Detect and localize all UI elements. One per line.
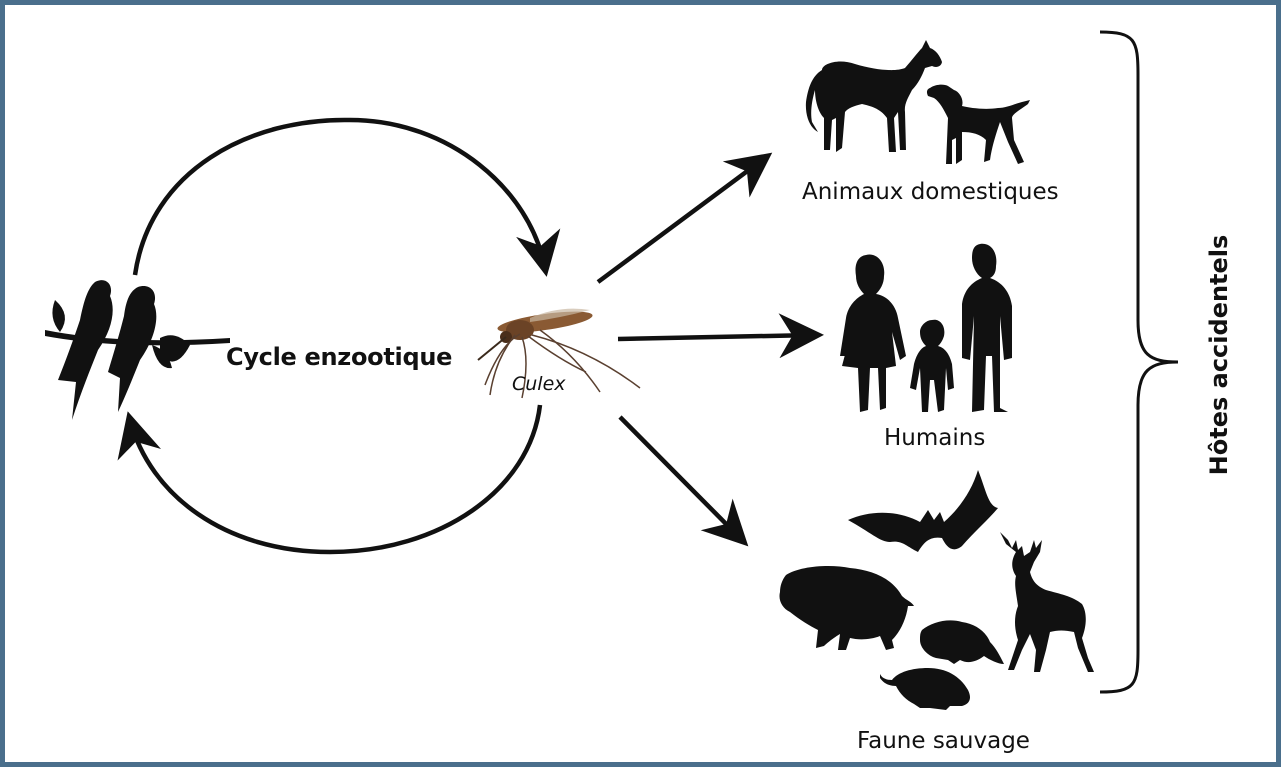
arrow-to-wildlife — [620, 417, 742, 540]
horse-icon — [806, 40, 942, 152]
wildlife-label: Faune sauvage — [857, 728, 1030, 754]
cycle-arrow-bottom — [130, 405, 540, 552]
enzootic-cycle-label: Cycle enzootique — [226, 343, 452, 371]
birds-on-branch-icon — [45, 280, 230, 420]
curly-brace-icon — [1100, 32, 1178, 692]
dog-icon — [927, 85, 1030, 164]
cycle-arrow-top — [135, 120, 545, 275]
humans-label: Humains — [884, 425, 985, 451]
child-icon — [910, 320, 954, 412]
rat-icon — [920, 620, 1004, 664]
arrow-to-domestic — [598, 158, 765, 282]
accidental-hosts-label: Hôtes accidentels — [1205, 235, 1233, 476]
culex-label: Culex — [512, 373, 566, 395]
bat-icon — [848, 470, 998, 552]
domestic-animals-label: Animaux domestiques — [802, 179, 1059, 205]
woman-icon — [840, 254, 906, 412]
deer-icon — [1000, 532, 1094, 672]
man-icon — [962, 244, 1012, 412]
mouse-icon — [880, 668, 970, 710]
boar-icon — [779, 566, 914, 650]
arrow-to-humans — [618, 335, 815, 339]
